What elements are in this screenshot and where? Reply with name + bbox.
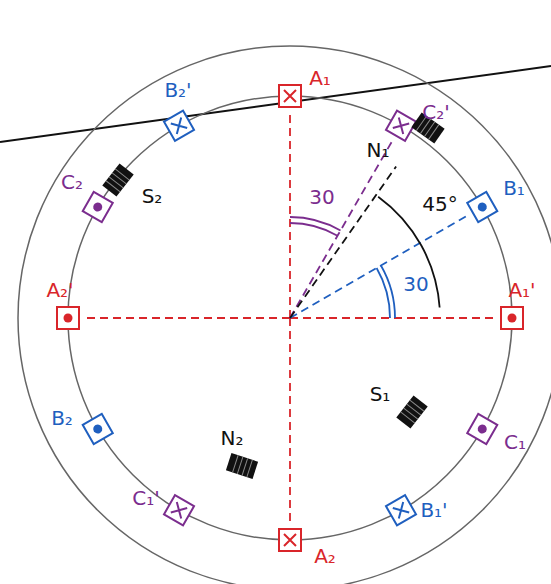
current-dot [508,314,517,323]
pole-label: S₂ [142,186,163,206]
conductor-slot [164,111,194,141]
slot-box [279,529,301,551]
coil-body [226,453,258,479]
angle-label: 30 [309,187,334,207]
pole-label: N₁ [367,140,390,160]
slot-box [467,192,497,222]
pole-coil [396,395,427,428]
slot-box [501,307,523,329]
phase-label: A₁' [508,280,535,300]
phase-label: B₁' [420,500,447,520]
slot-box [386,111,416,141]
current-dot [92,423,104,435]
phase-label: A₂' [46,280,73,300]
coil-body [102,163,133,196]
phase-label: C₂ [61,172,83,192]
phase-label: A₁ [309,68,331,88]
stray-line [0,66,551,142]
axis-line [290,317,498,319]
angle-label: 30 [403,274,428,294]
angle-label: 45° [422,194,457,214]
slot-box [83,414,113,444]
axis-line [290,214,470,318]
pole-coil [102,163,133,196]
conductor-slot [164,495,194,525]
current-cross [284,534,296,546]
current-cross [393,502,409,518]
inner-circle [68,96,512,540]
phase-label: C₁' [132,488,159,508]
coil-body [396,395,427,428]
axis-line [289,110,291,318]
angle-arc [381,266,395,319]
conductor-slot [467,192,497,222]
current-cross [284,90,296,102]
conductor-slot [83,414,113,444]
slot-box [57,307,79,329]
slot-box [279,85,301,107]
slot-box [164,111,194,141]
slot-box [467,414,497,444]
current-dot [92,201,104,213]
current-cross [171,118,187,134]
current-dot [476,201,488,213]
coil-winding [106,169,129,192]
axis-line [289,318,291,526]
outer-circle [18,46,551,584]
phase-label: B₁ [503,178,525,198]
slot-box [386,495,416,525]
slot-box [164,495,194,525]
slot-box [83,192,113,222]
current-dot [476,423,488,435]
phase-label: A₂ [314,546,336,566]
conductor-slot [83,192,113,222]
phase-label: C₁ [504,432,526,452]
pole-label: S₁ [370,384,391,404]
axis-line [82,317,290,319]
conductor-slot [501,307,523,329]
phase-label: C₂' [422,102,449,122]
phase-label: B₂ [51,408,73,428]
conductor-slot [279,85,301,107]
axis-line [290,166,396,318]
conductor-slot [386,111,416,141]
pole-label: N₂ [221,428,244,448]
current-cross [393,118,409,134]
current-dot [64,314,73,323]
conductor-slot [386,495,416,525]
phase-label: B₂' [164,80,191,100]
conductor-slot [279,529,301,551]
current-cross [171,502,187,518]
axis-line [290,138,394,318]
angle-arc [290,217,341,231]
conductor-slot [57,307,79,329]
angle-arc [377,268,390,318]
coil-winding [401,400,424,423]
conductor-slot [467,414,497,444]
pole-coil [226,453,258,479]
coil-winding [233,455,253,477]
